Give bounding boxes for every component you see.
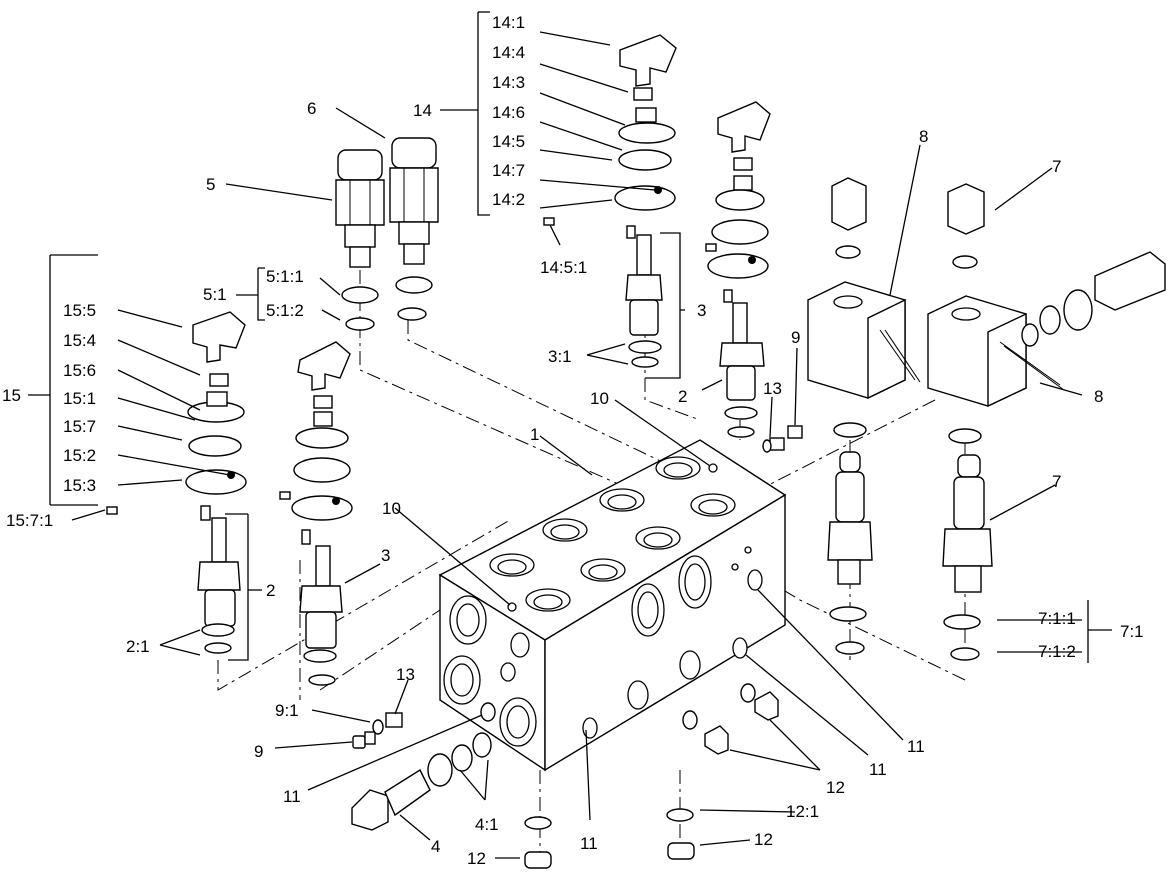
solenoid-right-fitting	[1021, 251, 1166, 347]
label-12-c: 12	[467, 849, 486, 868]
label-5-1-2: 5:1:2	[266, 301, 304, 320]
label-2-top: 2	[678, 387, 687, 406]
cartridge-2-top	[719, 289, 765, 438]
label-14-6: 14:6	[492, 103, 525, 122]
label-7-1-2: 7:1:2	[1038, 642, 1076, 661]
label-7-top: 7	[1052, 157, 1061, 176]
label-9-top: 9	[791, 328, 800, 347]
relief-cartridge-5	[335, 149, 385, 331]
plug-13-9-top	[762, 425, 803, 453]
cartridge-3-center	[299, 529, 343, 686]
label-13-top: 13	[763, 379, 782, 398]
label-11-c: 11	[283, 787, 301, 806]
plugs-12	[524, 683, 779, 869]
relief-cartridge-6	[389, 137, 439, 321]
callout-labels: 14:1 14:4 14:3 14:6 14:5 14:7 14:2 14 14…	[2, 13, 1144, 868]
label-5-1: 5:1	[203, 285, 227, 304]
manifold-block	[438, 439, 787, 772]
label-4: 4	[431, 837, 440, 856]
label-14-1: 14:1	[492, 13, 525, 32]
label-15-4: 15:4	[63, 331, 96, 350]
label-14-4: 14:4	[492, 43, 525, 62]
label-5-1-1: 5:1:1	[266, 267, 304, 286]
label-11-a: 11	[907, 737, 925, 756]
label-11-b: 11	[869, 760, 887, 779]
label-15-2: 15:2	[63, 446, 96, 465]
label-3-1: 3:1	[548, 347, 572, 366]
solenoid-valve-right	[927, 183, 1065, 661]
label-2-mid: 2	[266, 581, 275, 600]
label-14: 14	[413, 101, 432, 120]
label-15-3: 15:3	[63, 476, 96, 495]
label-14-5-1: 14:5:1	[540, 258, 587, 277]
label-11-d: 11	[580, 834, 598, 853]
label-13-mid: 13	[396, 665, 415, 684]
label-7-mid: 7	[1052, 472, 1061, 491]
label-14-7: 14:7	[492, 161, 525, 180]
valve-assembly-14	[543, 34, 677, 226]
label-12-1: 12:1	[786, 802, 819, 821]
label-6: 6	[307, 99, 316, 118]
label-10-left: 10	[382, 499, 401, 518]
label-5: 5	[206, 175, 215, 194]
label-12-a: 12	[826, 778, 845, 797]
label-7-1-1: 7:1:1	[1038, 609, 1076, 628]
label-7-1: 7:1	[1120, 622, 1144, 641]
cartridge-2-left	[197, 505, 241, 654]
valve-assembly-15-center	[279, 341, 353, 521]
label-15-1: 15:1	[63, 389, 96, 408]
label-12-b: 12	[754, 830, 773, 849]
leader-lines	[28, 11, 1112, 859]
label-8-top: 8	[919, 127, 928, 146]
cartridge-3-top	[625, 225, 663, 368]
valve-assembly-14-right	[705, 101, 771, 279]
o-ring-11	[480, 702, 496, 722]
label-14-2: 14:2	[492, 190, 525, 209]
label-4-1: 4:1	[475, 815, 499, 834]
label-15-5: 15:5	[63, 301, 96, 320]
solenoid-valve-left	[807, 177, 921, 655]
label-9-1: 9:1	[275, 701, 299, 720]
label-15-7-1: 15:7:1	[6, 511, 53, 530]
label-3-mid: 3	[381, 546, 390, 565]
label-15-7: 15:7	[63, 417, 96, 436]
label-9-mid: 9	[254, 742, 263, 761]
label-10-top: 10	[590, 389, 609, 408]
label-2-1: 2:1	[126, 637, 150, 656]
label-15-6: 15:6	[63, 361, 96, 380]
label-14-5: 14:5	[492, 132, 525, 151]
label-14-3: 14:3	[492, 73, 525, 92]
plug-9-13-bottom	[352, 712, 403, 749]
label-15: 15	[2, 386, 21, 405]
plug-4	[351, 732, 492, 831]
label-1: 1	[530, 425, 539, 444]
label-8-right: 8	[1094, 387, 1103, 406]
valve-assembly-15	[106, 311, 247, 515]
label-3-top: 3	[697, 301, 706, 320]
